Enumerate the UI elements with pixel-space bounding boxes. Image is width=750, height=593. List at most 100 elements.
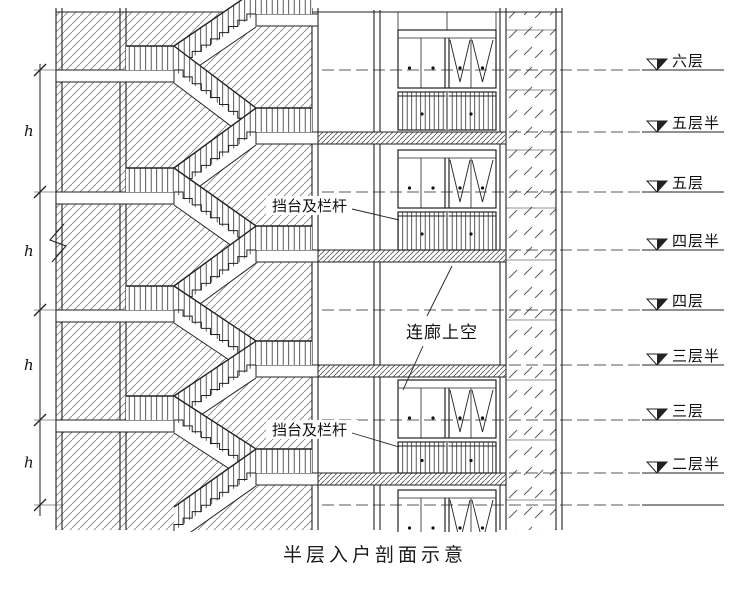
floor-label: 三层半	[672, 348, 720, 365]
corridor-floor-slab	[317, 249, 507, 263]
landing-balusters	[256, 449, 312, 473]
corridor-floor-slab	[317, 472, 507, 486]
landing-balusters	[126, 168, 174, 192]
railing-dot	[469, 232, 473, 236]
elevation-triangle-fill	[657, 121, 667, 132]
hatched-wall-and-structure	[55, 8, 563, 530]
stair-balusters	[174, 168, 256, 250]
window-handle-dot	[458, 186, 462, 190]
floor-marker: 四层	[322, 293, 724, 311]
elevation-triangle-fill	[657, 354, 667, 365]
stair-balusters	[174, 396, 256, 473]
window-handle-dot	[480, 526, 485, 530]
window-frame	[397, 489, 497, 532]
window-handle-dot	[480, 416, 485, 420]
stair-balusters	[174, 449, 256, 531]
window-frame	[397, 149, 497, 209]
window-handle-dot	[480, 66, 485, 70]
stair-flights	[49, 0, 319, 532]
elevation-triangle-fill	[657, 409, 667, 420]
floor-marker: 三层	[322, 403, 724, 421]
stair-balusters	[174, 226, 256, 310]
corridor-floor-slab	[317, 131, 507, 145]
dimension-h-label: h	[24, 242, 34, 260]
floor-marker: 五层半	[322, 115, 724, 133]
window-handle-dot	[458, 526, 462, 530]
floor-label: 四层	[672, 293, 704, 310]
dimension-h-label: h	[24, 356, 34, 374]
railing-dot	[420, 232, 424, 236]
floor-label: 五层半	[672, 115, 720, 132]
floor-marker: 六层	[322, 53, 724, 71]
annotation-railing-lower: 挡台及栏杆	[272, 422, 347, 439]
leader-line	[351, 432, 400, 448]
drawing-title: 半层入户剖面示意	[283, 544, 467, 566]
elevation-triangle-fill	[657, 59, 667, 70]
floor-label: 四层半	[672, 233, 720, 250]
window-handle-dot	[431, 526, 435, 530]
label-mask	[266, 420, 358, 439]
elevation-triangle-fill	[657, 181, 667, 192]
window-handle-dot	[458, 66, 462, 70]
landing-slab	[55, 191, 175, 205]
casement-opening-mark	[471, 499, 494, 532]
landing-slab	[255, 13, 319, 27]
stair-balusters	[174, 341, 256, 420]
floor-marker: 二层半	[322, 456, 724, 474]
casement-opening-mark	[471, 39, 494, 83]
landing-balusters	[256, 108, 312, 132]
landing-balusters	[126, 46, 174, 70]
landing-slab	[255, 364, 319, 378]
landing-balusters	[126, 396, 174, 420]
landing-balusters	[126, 286, 174, 310]
landing-slab	[255, 472, 319, 486]
stair-flight-slab	[174, 473, 256, 532]
corridor-windows-and-slabs	[317, 29, 507, 532]
window-handle-dot	[407, 526, 412, 530]
elevation-triangle-fill	[657, 462, 667, 473]
dimension-h-label: h	[24, 122, 34, 140]
elevation-triangle-fill	[657, 239, 667, 250]
floor-marker: 四层半	[322, 233, 724, 251]
stair-balusters	[174, 0, 256, 70]
label-mask	[266, 196, 358, 215]
landing-slab	[255, 131, 319, 145]
railing-dot	[420, 112, 424, 116]
casement-opening-mark	[449, 389, 471, 433]
annotation-railing-upper: 挡台及栏杆	[272, 198, 347, 215]
landing-balusters	[256, 341, 312, 365]
floor-label: 六层	[672, 53, 704, 70]
floor-marker: 五层	[322, 175, 724, 193]
casement-opening-mark	[471, 159, 494, 203]
railing-dot	[469, 458, 473, 463]
window-frame	[397, 379, 497, 439]
floor-label: 二层半	[672, 456, 720, 473]
floor-marker: 三层半	[322, 348, 724, 366]
leader-line	[426, 265, 453, 317]
window-handle-dot	[431, 186, 435, 190]
railing-dot	[420, 458, 424, 463]
elevation-triangle-fill	[657, 299, 667, 310]
stair-steps	[173, 472, 256, 531]
stair-balusters	[174, 286, 256, 365]
window-handle-dot	[407, 186, 412, 190]
glass-curtain-panel	[506, 12, 556, 530]
casement-opening-mark	[449, 159, 471, 203]
landing-slab	[55, 69, 175, 83]
railing-dot	[469, 112, 473, 116]
landing-balusters	[256, 0, 312, 14]
leader-line	[351, 208, 400, 221]
floor-label: 三层	[672, 403, 704, 420]
casement-opening-mark	[449, 39, 471, 83]
window-handle-dot	[407, 66, 412, 70]
casement-opening-mark	[449, 499, 471, 532]
window-handle-dot	[458, 416, 462, 420]
landing-slab	[55, 419, 175, 433]
leader-line	[402, 345, 424, 391]
label-mask	[402, 322, 476, 342]
